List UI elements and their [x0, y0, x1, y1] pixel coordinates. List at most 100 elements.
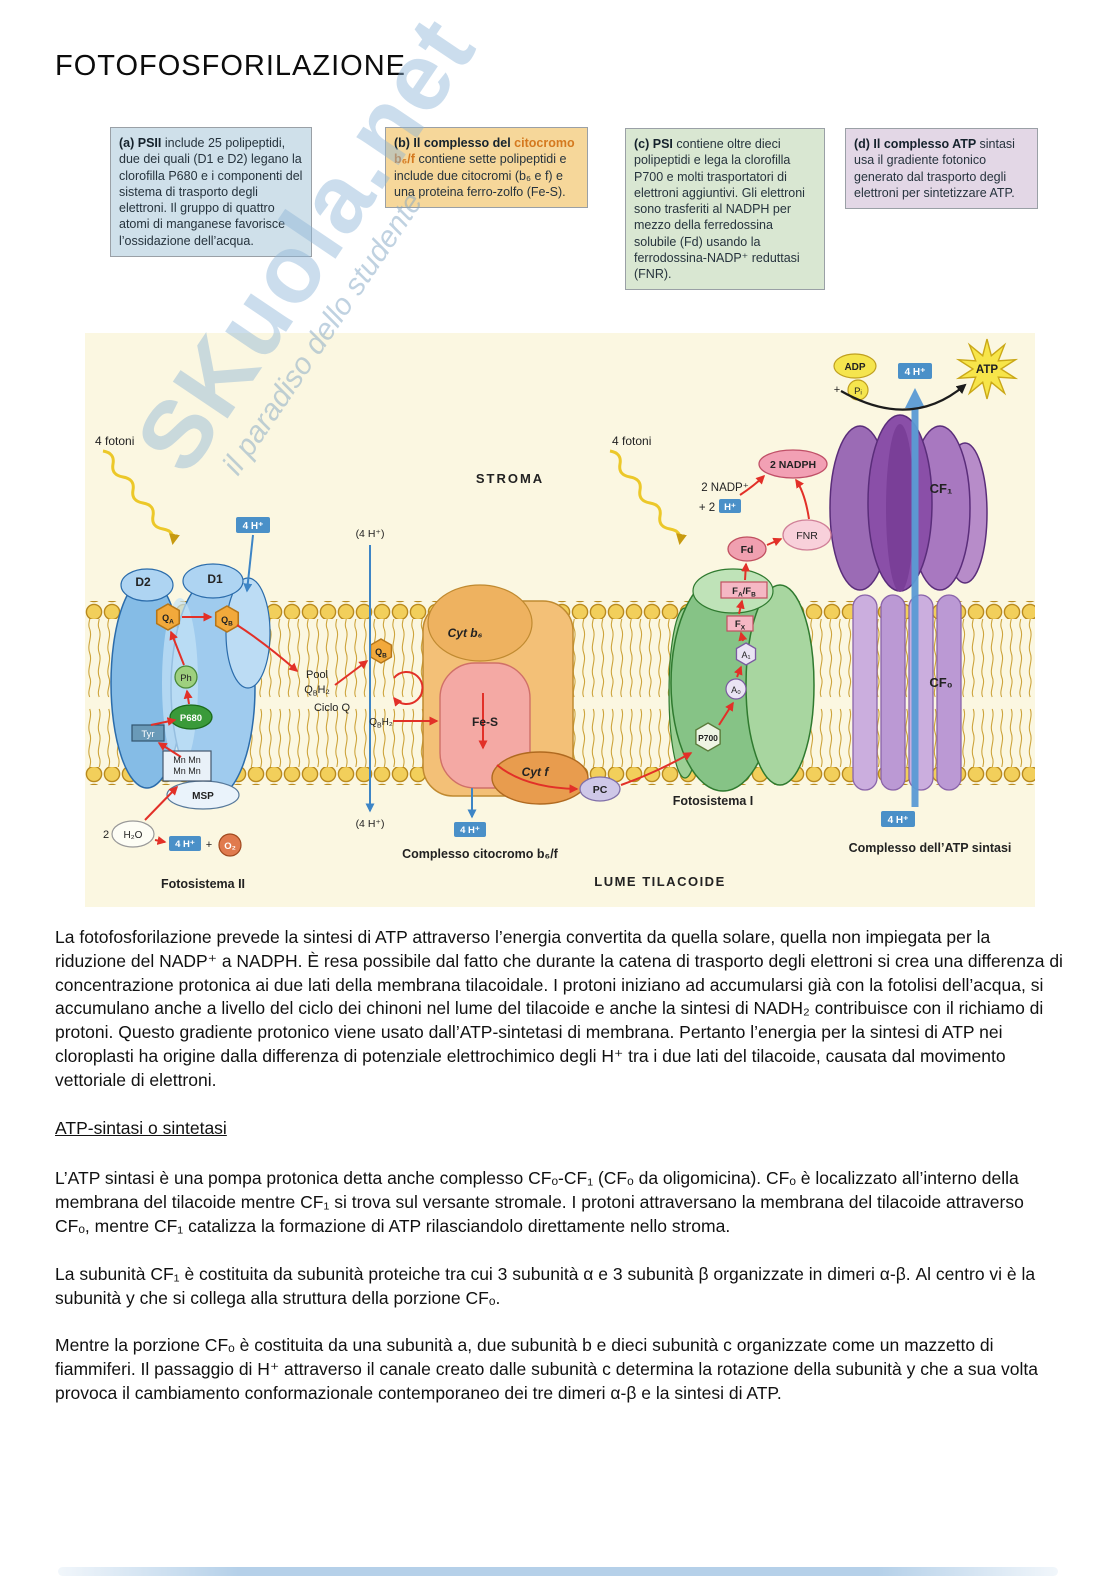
photosystem1-label: Fotosistema I [673, 794, 754, 808]
cytf-region [491, 751, 589, 805]
paragraph-cf1-subunits: La subunità CF₁ è costituita da subunità… [55, 1263, 1036, 1308]
pheophytin-circle [174, 665, 198, 689]
pool-label-line1: Pool [306, 669, 328, 681]
mn-row2: Mn Mn [173, 766, 201, 776]
cytochrome-b6f-complex [422, 584, 589, 805]
photon-arrow-left [102, 449, 180, 545]
fes-label: Fe-S [472, 715, 498, 729]
oxygen-circle [218, 833, 242, 857]
photons-left-label: 4 fotoni [95, 434, 134, 448]
nadph-label: 2 NADPH [770, 459, 816, 471]
atp-starburst [955, 338, 1019, 400]
pi-label: Pᵢ [854, 386, 862, 397]
proton-boxes [169, 363, 932, 851]
pool-label-line2: QBH₂ [304, 684, 329, 698]
fafb-box [720, 581, 768, 599]
pc-label: PC [593, 784, 608, 796]
proton-arrows [243, 534, 477, 819]
paragraph-intro: La fotofosforilazione prevede la sintesi… [55, 927, 1063, 1090]
d1-label: D1 [207, 572, 223, 586]
cf1-label: CF₁ [930, 481, 953, 496]
oxygen-label: O₂ [224, 841, 236, 852]
electron-path-arrows [144, 474, 810, 845]
fx-label: FX [735, 619, 746, 632]
h4-box-atp-bottom [881, 811, 915, 827]
h-box-nadp [719, 499, 741, 513]
page-title: FOTOFOSFORILAZIONE [55, 50, 406, 82]
a1-label: A₁ [741, 650, 750, 660]
bottom-watermark-strip [58, 1567, 1058, 1576]
cf0-label: CF₀ [929, 675, 952, 690]
h4-box-atp-top [898, 363, 932, 379]
photon-arrow-right [609, 449, 687, 545]
h4-ps2-label: 4 H⁺ [243, 521, 264, 532]
nadp-plus2-label: + 2 [699, 502, 715, 514]
msp-label: MSP [192, 791, 214, 802]
fafb-label: FA/FB [732, 586, 756, 599]
photosystem2-label: Fotosistema II [161, 877, 245, 891]
d2-label: D2 [135, 575, 151, 589]
water-circle [111, 820, 155, 848]
caption-b-lead2: citocromo b₆/f [394, 136, 575, 167]
paragraph-cf0-subunits: Mentre la porzione CFₒ è costituita da u… [55, 1335, 1038, 1403]
h4-atp-top-label: 4 H⁺ [905, 367, 926, 378]
water-label: H₂O [124, 830, 143, 841]
manganese-box [162, 750, 212, 782]
fnr-blob [782, 519, 832, 551]
fx-box [726, 615, 754, 632]
caption-a-text: include 25 polipeptidi, due dei quali (D… [119, 136, 303, 248]
cytf-label: Cyt f [522, 765, 550, 779]
tyr-label: Tyr [141, 729, 154, 740]
a0-label: A₀ [731, 685, 741, 695]
fnr-label: FNR [796, 530, 818, 542]
h4-atp-bottom-label: 4 H⁺ [888, 815, 909, 826]
mn-row1: Mn Mn [173, 755, 201, 765]
a0-circle [725, 678, 747, 700]
h4-box-cyt [454, 822, 486, 837]
fes-region [439, 662, 531, 789]
pheophytin-label: Ph [180, 673, 192, 684]
h4-paren-top-label: (4 H⁺) [356, 528, 385, 540]
paragraph-atp-synthase: L’ATP sintasi è una pompa protonica dett… [55, 1168, 1024, 1236]
ferredoxin-label: Fd [741, 544, 754, 556]
p700-label: P700 [698, 733, 718, 743]
section-heading-atp-synthase: ATP-sintasi o sintetasi [55, 1117, 227, 1138]
adp-ellipse [833, 353, 877, 379]
water-h4-label: 4 H⁺ [175, 839, 195, 850]
cytochrome-complex-label: Complesso citocromo b₆/f [402, 847, 559, 861]
nadp-hplus-label: H⁺ [724, 502, 736, 513]
p680-label: P680 [180, 713, 202, 724]
adp-to-atp-arrow [840, 383, 967, 411]
nadph-ellipse [758, 449, 828, 479]
photophosphorylation-diagram: STROMA LUME TILACOIDE 4 fotoni 4 fotoni … [85, 333, 1035, 907]
qb-cycle-hex-label: QB [375, 647, 387, 660]
caption-d-text: sintasi usa il gradiente fotonico genera… [854, 137, 1015, 200]
lumen-label: LUME TILACOIDE [594, 874, 726, 889]
tyr-box [131, 724, 165, 742]
diagram-svg: STROMA LUME TILACOIDE 4 fotoni 4 fotoni … [85, 333, 1035, 907]
caption-c-text: contiene oltre dieci polipeptidi e lega … [634, 137, 805, 281]
qbh2-label: QBH₂ [369, 717, 393, 730]
caption-d-lead: (d) Il complesso ATP [854, 137, 977, 151]
water-coef: 2 [103, 829, 109, 841]
atp-label: ATP [976, 364, 998, 376]
h4-box-water [169, 836, 201, 851]
h4-paren-bottom-label: (4 H⁺) [356, 818, 385, 830]
caption-b-text: contiene sette polipeptidi e include due… [394, 152, 567, 199]
h4-box-ps2 [236, 517, 270, 533]
plastocyanin-ellipse [579, 776, 621, 802]
caption-a-lead: (a) PSII [119, 136, 162, 150]
cytb6-label: Cyt b₆ [448, 626, 483, 640]
nadp-label: 2 NADP⁺ [701, 482, 749, 494]
water-plus: + [206, 839, 212, 851]
qb-label: QB [221, 615, 233, 628]
p680-ellipse [169, 704, 213, 730]
photons-right-label: 4 fotoni [612, 434, 651, 448]
adp-plus-label: + [834, 384, 840, 396]
body-text: La fotofosforilazione prevede la sintesi… [55, 926, 1063, 1430]
